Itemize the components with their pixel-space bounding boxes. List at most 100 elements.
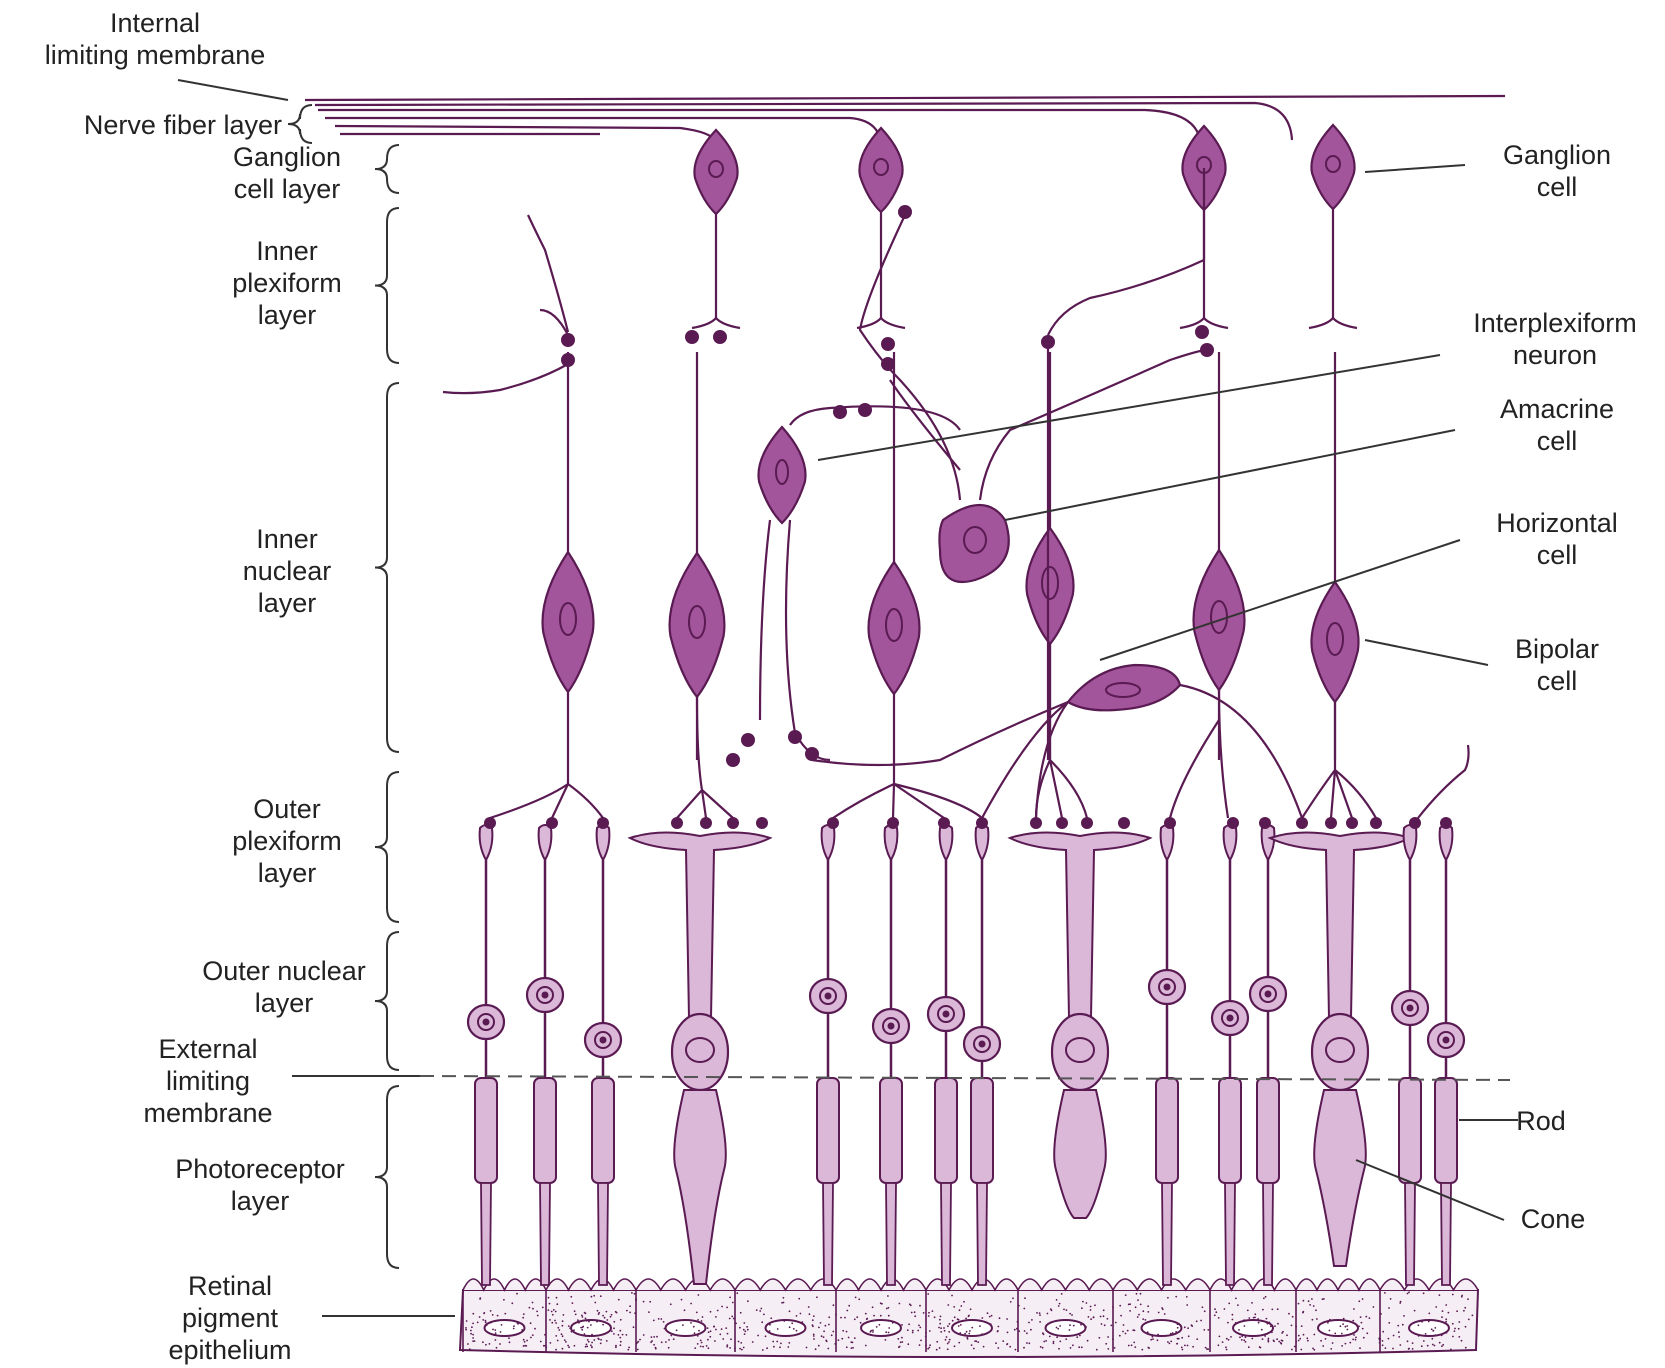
pigment-dot [1150,1338,1153,1341]
interplexiform-neuron-label-line: Interplexiform [1473,308,1637,338]
pigment-dot [1129,1310,1131,1312]
pigment-dot [1065,1338,1068,1340]
pigment-dot [759,1310,762,1312]
pigment-dot [1137,1299,1139,1301]
pigment-dot [1422,1340,1425,1342]
pigment-dot [1157,1333,1159,1336]
ipl-process [539,308,569,336]
pigment-dot [1237,1304,1239,1306]
pigment-dot [953,1316,956,1319]
rod-spherule [1402,824,1418,863]
pigment-dot [953,1306,956,1308]
pigment-dot [1267,1337,1270,1340]
pigment-dot [819,1322,822,1324]
rod-inner-segment [934,1077,958,1184]
pigment-dot [1204,1346,1207,1349]
pigment-dot [562,1314,565,1316]
pigment-dot [938,1347,941,1349]
pigment-dot [864,1312,867,1315]
amacrine-cell-body [938,504,1010,584]
epithelium-cell-top [835,1278,927,1292]
pigment-dot [986,1312,989,1315]
pigment-dot [1401,1323,1404,1326]
pigment-dot [1112,1306,1114,1309]
pigment-dot [697,1294,700,1296]
cell-nucleus [873,158,889,176]
pigment-dot [1271,1331,1273,1334]
cone-nucleus [670,1012,730,1092]
pigment-dot [1313,1348,1316,1351]
pigment-dot [1099,1315,1102,1318]
pigment-dot [795,1329,798,1332]
pigment-dot [649,1300,652,1303]
pigment-dot [494,1332,497,1334]
pigment-dot [504,1312,507,1315]
synapse-dot [1409,817,1421,829]
pigment-dot [1241,1335,1244,1338]
pigment-dot [872,1331,874,1333]
pigment-dot [484,1319,487,1322]
pigment-dot [1002,1340,1005,1342]
pigment-dot [726,1344,729,1346]
pigment-dot [1331,1342,1334,1344]
pigment-dot [1346,1325,1349,1327]
pigment-dot [494,1339,497,1341]
pigment-dot [610,1330,613,1333]
pigment-dot [1133,1329,1136,1332]
pigment-dot [1406,1340,1409,1343]
bipolar-cell-label-line: Bipolar [1515,634,1599,664]
pigment-dot [1295,1341,1298,1343]
pigment-dot [1227,1338,1230,1341]
rod-outer-segment [539,1182,551,1286]
pigment-dot [788,1326,791,1329]
pigment-dot [772,1340,775,1343]
pigment-dot [939,1315,942,1318]
pigment-dot [744,1330,747,1333]
pigment-dot [968,1314,970,1317]
pigment-dot [1306,1337,1309,1340]
epithelium-nucleus [664,1319,707,1337]
rod-outer-segment [976,1182,988,1286]
pigment-dot [816,1296,818,1299]
pigment-dot [977,1341,980,1343]
pigment-dot [1142,1318,1145,1320]
cell-body [858,126,904,214]
pigment-dot [1144,1319,1147,1321]
pigment-dot [584,1345,587,1348]
pigment-dot [557,1326,560,1329]
amacrine-process [978,348,1208,501]
brace-inner-plexiform-layer [374,207,400,364]
pigment-dot [1328,1329,1331,1332]
pigment-dot [1445,1331,1448,1334]
cell-nucleus [1326,622,1344,656]
pigment-dot [1057,1327,1060,1330]
inner-plexiform-layer-label-line: Inner [256,236,318,266]
pigment-dot [1089,1309,1092,1311]
cone-nucleus-inner [1065,1037,1095,1063]
pigment-dot [1141,1348,1144,1351]
pigment-dot [1017,1304,1020,1307]
synapse-dot [898,205,912,219]
pigment-dot [609,1315,612,1318]
pigment-dot [1359,1316,1362,1318]
pigment-dot [887,1306,890,1309]
pigment-dot [842,1329,845,1332]
cell-nucleus [688,605,706,639]
pigment-dot [1438,1341,1441,1344]
pigment-dot [726,1332,729,1335]
cell-nucleus [1325,155,1341,173]
pigment-dot [1139,1303,1142,1306]
pigment-dot [490,1321,492,1324]
brace-inner-nuclear-layer [374,382,400,753]
pigment-dot [1379,1338,1382,1340]
pigment-dot [918,1344,921,1346]
pigment-dot [531,1301,534,1304]
epithelium-nucleus [1317,1319,1359,1337]
bipolar-terminals [1301,702,1377,819]
pigment-dot [1307,1300,1310,1303]
pigment-dot [581,1326,584,1329]
right-label-pointer [1099,539,1461,661]
pigment-dot [548,1302,551,1305]
rod-nucleolus [1226,1014,1234,1022]
